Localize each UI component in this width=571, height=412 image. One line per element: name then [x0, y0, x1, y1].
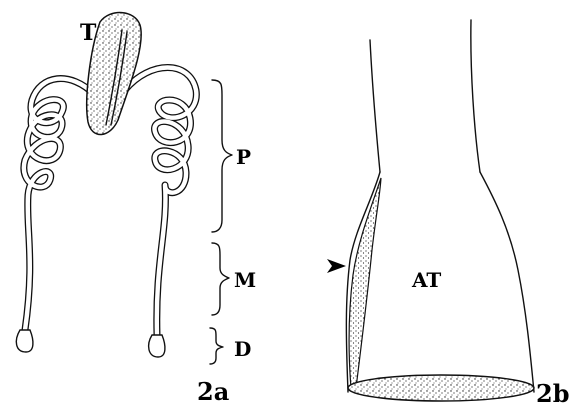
caption-2b: 2b [536, 379, 569, 408]
caption-2a: 2a [197, 377, 229, 406]
label-t: T [80, 20, 97, 46]
bracket-m [212, 243, 229, 315]
bracket-p [212, 80, 232, 232]
figure-2a: T P M D 2a [16, 13, 256, 406]
stippled-lateral-band [349, 178, 381, 388]
neck-left-line [370, 40, 380, 172]
stippled-base-ellipse [348, 375, 534, 401]
distal-bulb-left [16, 330, 33, 352]
body-outline-right [480, 172, 534, 392]
figure-2b: AT 2b [327, 20, 569, 408]
label-d: D [234, 337, 251, 361]
label-p: P [236, 145, 251, 169]
distal-bulb-right [149, 335, 165, 357]
label-m: M [234, 268, 256, 292]
arrowhead-pointer [327, 259, 346, 273]
label-at: AT [411, 268, 441, 292]
neck-right-line [471, 20, 480, 172]
bracket-d [210, 328, 223, 364]
